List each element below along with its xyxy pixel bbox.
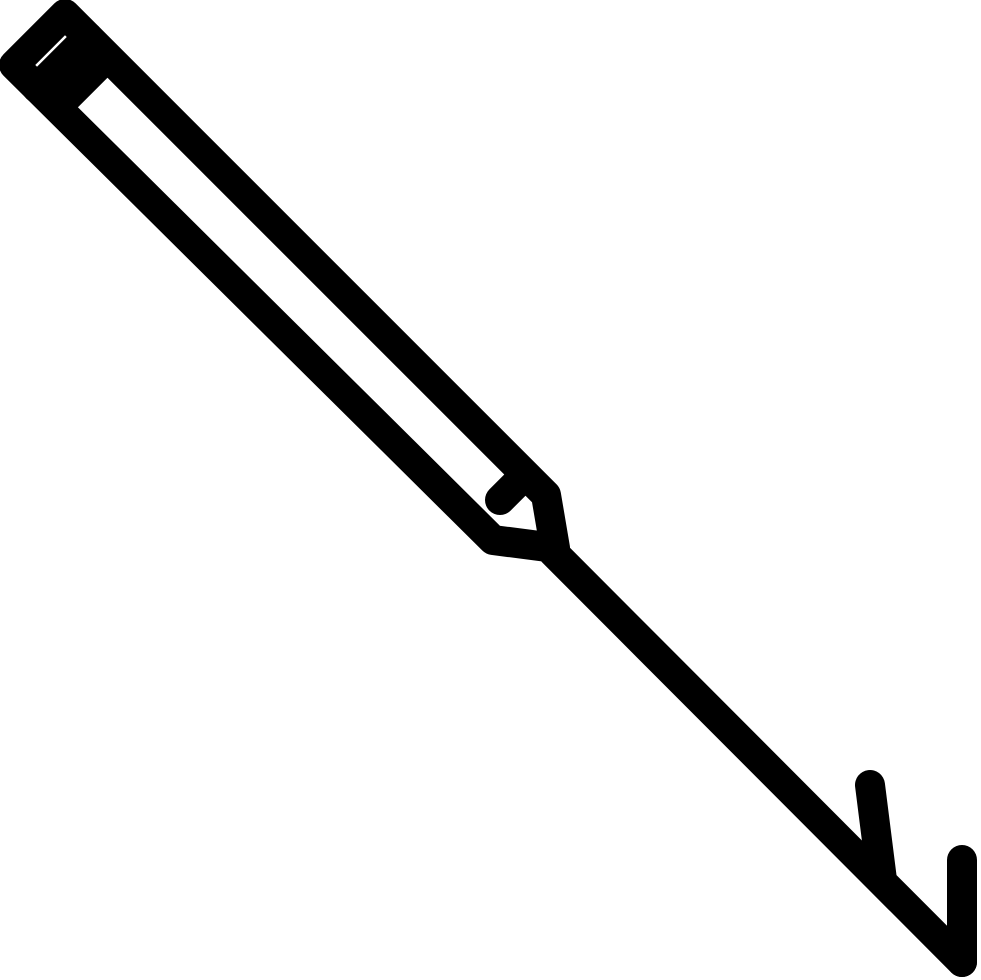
handle-notch [485,463,537,515]
handle-inner-edge [53,51,113,111]
cap-line [22,22,103,103]
shaft [538,537,977,977]
barb-back [855,770,897,895]
handle-outline [0,0,570,563]
